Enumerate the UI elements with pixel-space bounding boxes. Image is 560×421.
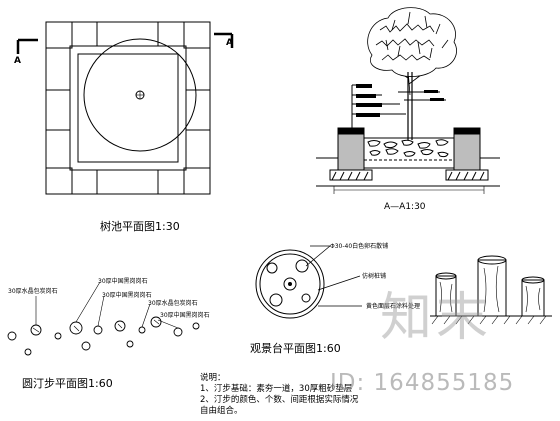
footing: [445, 169, 489, 181]
tree-crown: [367, 7, 457, 140]
section-mark-left: [16, 38, 38, 54]
platform-label: 黄色面层石涂料处理: [366, 303, 421, 310]
pool-circle: [83, 38, 197, 152]
section-mark-right: [214, 32, 234, 48]
tree-pool-plan: [45, 21, 211, 195]
platform-label: Φ30-40白色卵石散铺: [330, 243, 389, 250]
pool-outer-frame: [45, 21, 211, 195]
title-section-a-a1: A—A1:30: [384, 202, 426, 212]
stepping-label: 30厚中国黑岗岗石: [160, 312, 210, 319]
stepping-label: 30厚中国黑岗岗石: [102, 292, 152, 299]
pool-fill: [363, 137, 455, 169]
notes-heading: 说明：: [200, 373, 226, 383]
planting-edge: [77, 53, 179, 163]
section-mark-label-right: A: [226, 38, 233, 48]
footing: [329, 169, 373, 181]
stump: [301, 293, 311, 303]
stump: [295, 259, 309, 273]
stump-mid: [521, 279, 545, 317]
stump: [269, 293, 283, 307]
section-a-a: [316, 84, 500, 194]
watermark-id: ID: 164855185: [330, 370, 515, 396]
stepping-label: 30厚水晶包炭岗石: [148, 300, 198, 307]
corner-block: [183, 167, 211, 195]
notes-line: 自由组合。: [200, 406, 243, 416]
section-mark-label-left: A: [14, 56, 21, 66]
stump-elevation: [430, 255, 552, 325]
watermark-logo-text: 知末: [380, 288, 493, 348]
stump: [266, 262, 278, 274]
title-viewing-platform-plan: 观景台平面图1:60: [250, 342, 341, 355]
stepping-stone-plan: [7, 281, 200, 356]
corner-block: [45, 167, 73, 195]
platform-label: 仿树桩铺: [362, 273, 387, 280]
title-stepping-stone-plan: 圆汀步平面图1:60: [22, 377, 113, 390]
stump: [283, 277, 297, 291]
notes-line: 2、汀步的颜色、个数、间距根据实际情况: [200, 395, 359, 405]
left-wall: [337, 127, 365, 171]
viewing-platform-plan: [255, 245, 362, 319]
pool-inner-frame: [69, 45, 187, 171]
corner-block: [45, 21, 73, 49]
title-tree-pool-plan: 树池平面图1:30: [100, 220, 180, 233]
stepping-label: 30厚中国黑岗岗石: [98, 278, 148, 285]
corner-block: [183, 21, 211, 49]
notes-line: 1、汀步基础：素夯一道，30厚粗砂垫层: [200, 384, 353, 394]
stepping-label: 30厚水晶包炭岗石: [8, 288, 58, 295]
